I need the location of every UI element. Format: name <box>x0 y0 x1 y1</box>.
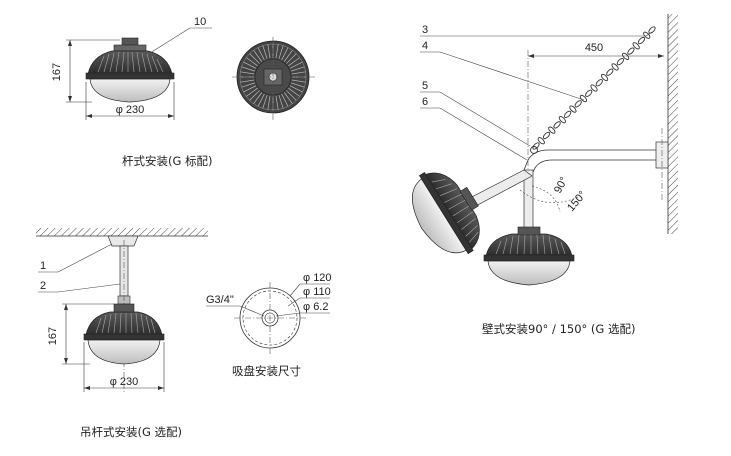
suction-caption: 吸盘安装尺寸 <box>232 364 301 378</box>
top-diameter-label: φ 230 <box>116 104 145 116</box>
suction-d2-label: φ 110 <box>303 286 331 298</box>
callout-3: 3 <box>422 24 428 36</box>
callout-4: 4 <box>422 40 428 52</box>
pole-mount-side-view <box>66 27 212 120</box>
suction-mount-view <box>206 282 330 356</box>
bottom-diameter-label: φ 230 <box>110 376 139 388</box>
callout-6: 6 <box>422 96 428 108</box>
callout-2: 2 <box>40 280 46 292</box>
fixture-top-view <box>232 37 316 122</box>
angle-150-label: 150° <box>565 189 589 214</box>
top-height-label: 167 <box>51 63 63 81</box>
suction-thread-label: G3/4" <box>206 294 234 306</box>
bottom-height-label: 167 <box>47 327 59 345</box>
suction-d3-label: φ 6.2 <box>303 301 328 313</box>
pendant-mount-view <box>36 228 208 392</box>
wall-mount-caption: 壁式安装90° / 150° (G 选配) <box>482 322 635 336</box>
angle-90-label: 90° <box>552 175 570 195</box>
wall-length-label: 450 <box>585 42 603 54</box>
callout-1: 1 <box>40 260 46 272</box>
pole-mount-caption: 杆式安装(G 标配) <box>122 154 213 168</box>
callout-10: 10 <box>194 16 206 28</box>
wall-mount-view <box>411 14 678 286</box>
pendant-mount-caption: 吊杆式安装(G 选配) <box>80 425 182 439</box>
suction-d1-label: φ 120 <box>303 272 332 284</box>
callout-5: 5 <box>422 80 428 92</box>
